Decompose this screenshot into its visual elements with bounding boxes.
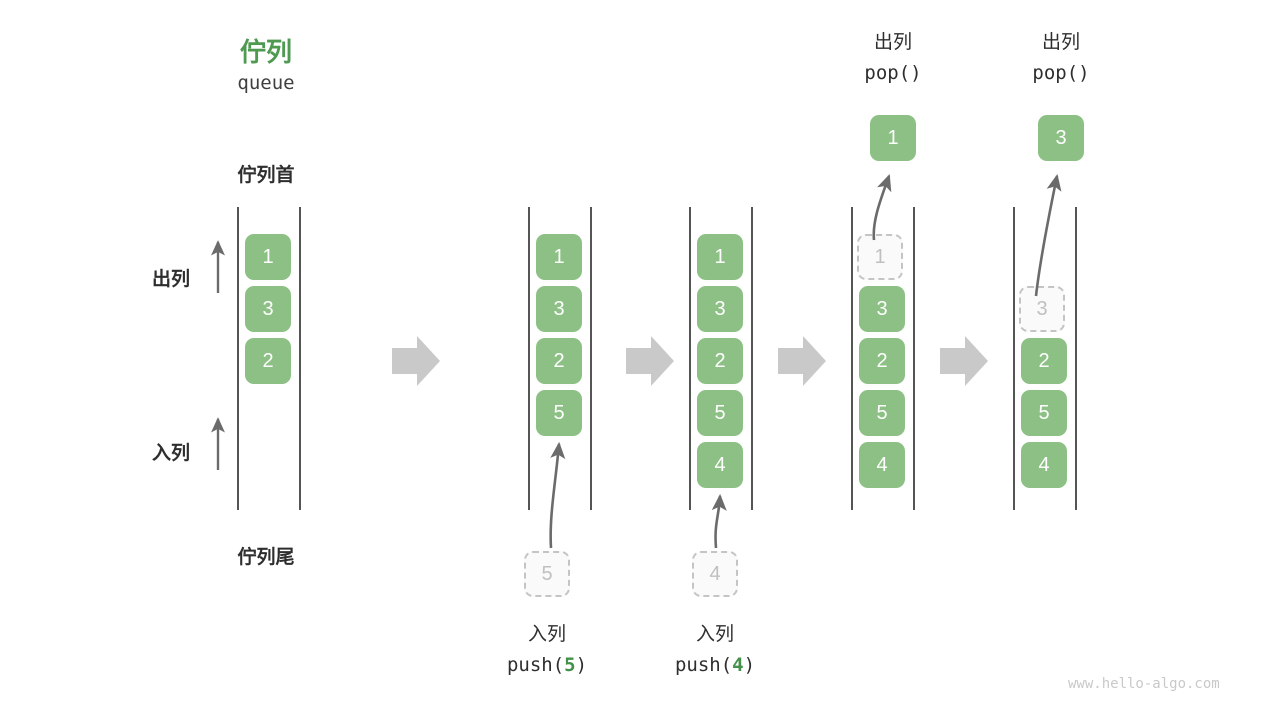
queue-cell: 3 xyxy=(536,286,582,332)
queue-cell: 1 xyxy=(697,234,743,280)
queue-rail-right-col2 xyxy=(590,207,592,510)
queue-rail-left-col5 xyxy=(1013,207,1015,510)
enqueue-direction-label: 入列 xyxy=(151,443,190,464)
push-code-prefix: push( xyxy=(506,654,565,676)
queue-ghost-cell: 3 xyxy=(1019,286,1065,332)
pop-caption-code-col5: pop() xyxy=(966,58,1156,88)
push-code-arg: 4 xyxy=(732,654,744,676)
queue-tail-label: 佇列尾 xyxy=(237,547,295,568)
queue-cell: 4 xyxy=(1021,442,1067,488)
queue-rail-right-col1 xyxy=(299,207,301,510)
step-arrow-icon-2 xyxy=(626,336,674,386)
pop-caption-cn-col4: 出列 xyxy=(873,32,912,53)
queue-cell: 3 xyxy=(859,286,905,332)
queue-rail-right-col3 xyxy=(751,207,753,510)
queue-rail-right-col4 xyxy=(913,207,915,510)
queue-ghost-cell: 4 xyxy=(692,551,738,597)
queue-rail-right-col5 xyxy=(1075,207,1077,510)
push-caption-cn-col3: 入列 xyxy=(695,624,734,645)
queue-cell: 2 xyxy=(697,338,743,384)
queue-ghost-cell: 1 xyxy=(857,234,903,280)
push-caption-cn-col2: 入列 xyxy=(527,624,566,645)
queue-cell: 2 xyxy=(536,338,582,384)
step-arrow-icon-3 xyxy=(778,336,826,386)
pop-code-suffix: ) xyxy=(1078,62,1090,84)
queue-cell: 3 xyxy=(245,286,291,332)
push-motion-arrow-4 xyxy=(711,493,727,549)
queue-rail-left-col2 xyxy=(528,207,530,510)
push-code-suffix: ) xyxy=(575,654,588,676)
queue-cell-new: 4 xyxy=(697,442,743,488)
push-code-prefix: push( xyxy=(674,654,733,676)
queue-cell: 5 xyxy=(859,390,905,436)
queue-cell: 1 xyxy=(536,234,582,280)
pop-caption-cn-col5: 出列 xyxy=(1041,32,1080,53)
push-code-arg: 5 xyxy=(564,654,576,676)
watermark: www.hello-algo.com xyxy=(1068,676,1220,692)
dequeue-direction-label: 出列 xyxy=(151,269,190,290)
step-arrow-icon-4 xyxy=(940,336,988,386)
page-title-en: queue xyxy=(237,72,295,94)
queue-cell-new: 5 xyxy=(536,390,582,436)
pop-code-suffix: ) xyxy=(910,62,922,84)
step-arrow-icon-1 xyxy=(392,336,440,386)
queue-cell: 2 xyxy=(859,338,905,384)
pop-code-prefix: pop( xyxy=(1032,62,1079,84)
queue-cell: 3 xyxy=(697,286,743,332)
popped-element: 1 xyxy=(870,115,916,161)
queue-cell: 5 xyxy=(697,390,743,436)
pop-caption-col4: 出列 pop() xyxy=(798,28,988,88)
queue-rail-left-col1 xyxy=(237,207,239,510)
queue-cell: 1 xyxy=(245,234,291,280)
queue-cell: 2 xyxy=(1021,338,1067,384)
queue-cell: 4 xyxy=(859,442,905,488)
page-title-cn: 佇列 xyxy=(239,37,292,67)
pop-caption-code-col4: pop() xyxy=(798,58,988,88)
push-caption-col2: 入列 push(5) xyxy=(452,620,642,680)
push-motion-arrow-5 xyxy=(549,441,566,549)
queue-ghost-cell: 5 xyxy=(524,551,570,597)
queue-cell: 2 xyxy=(245,338,291,384)
push-caption-code-col2: push(5) xyxy=(452,650,642,680)
popped-element: 3 xyxy=(1038,115,1084,161)
queue-rail-left-col4 xyxy=(851,207,853,510)
pop-code-prefix: pop( xyxy=(864,62,911,84)
queue-head-label: 佇列首 xyxy=(237,165,295,186)
queue-cell: 5 xyxy=(1021,390,1067,436)
push-code-suffix: ) xyxy=(743,654,756,676)
queue-rail-left-col3 xyxy=(689,207,691,510)
pop-caption-col5: 出列 pop() xyxy=(966,28,1156,88)
push-caption-code-col3: push(4) xyxy=(620,650,810,680)
pop-motion-arrow-3 xyxy=(1034,173,1062,297)
push-caption-col3: 入列 push(4) xyxy=(620,620,810,680)
pop-motion-arrow-1 xyxy=(872,174,892,241)
